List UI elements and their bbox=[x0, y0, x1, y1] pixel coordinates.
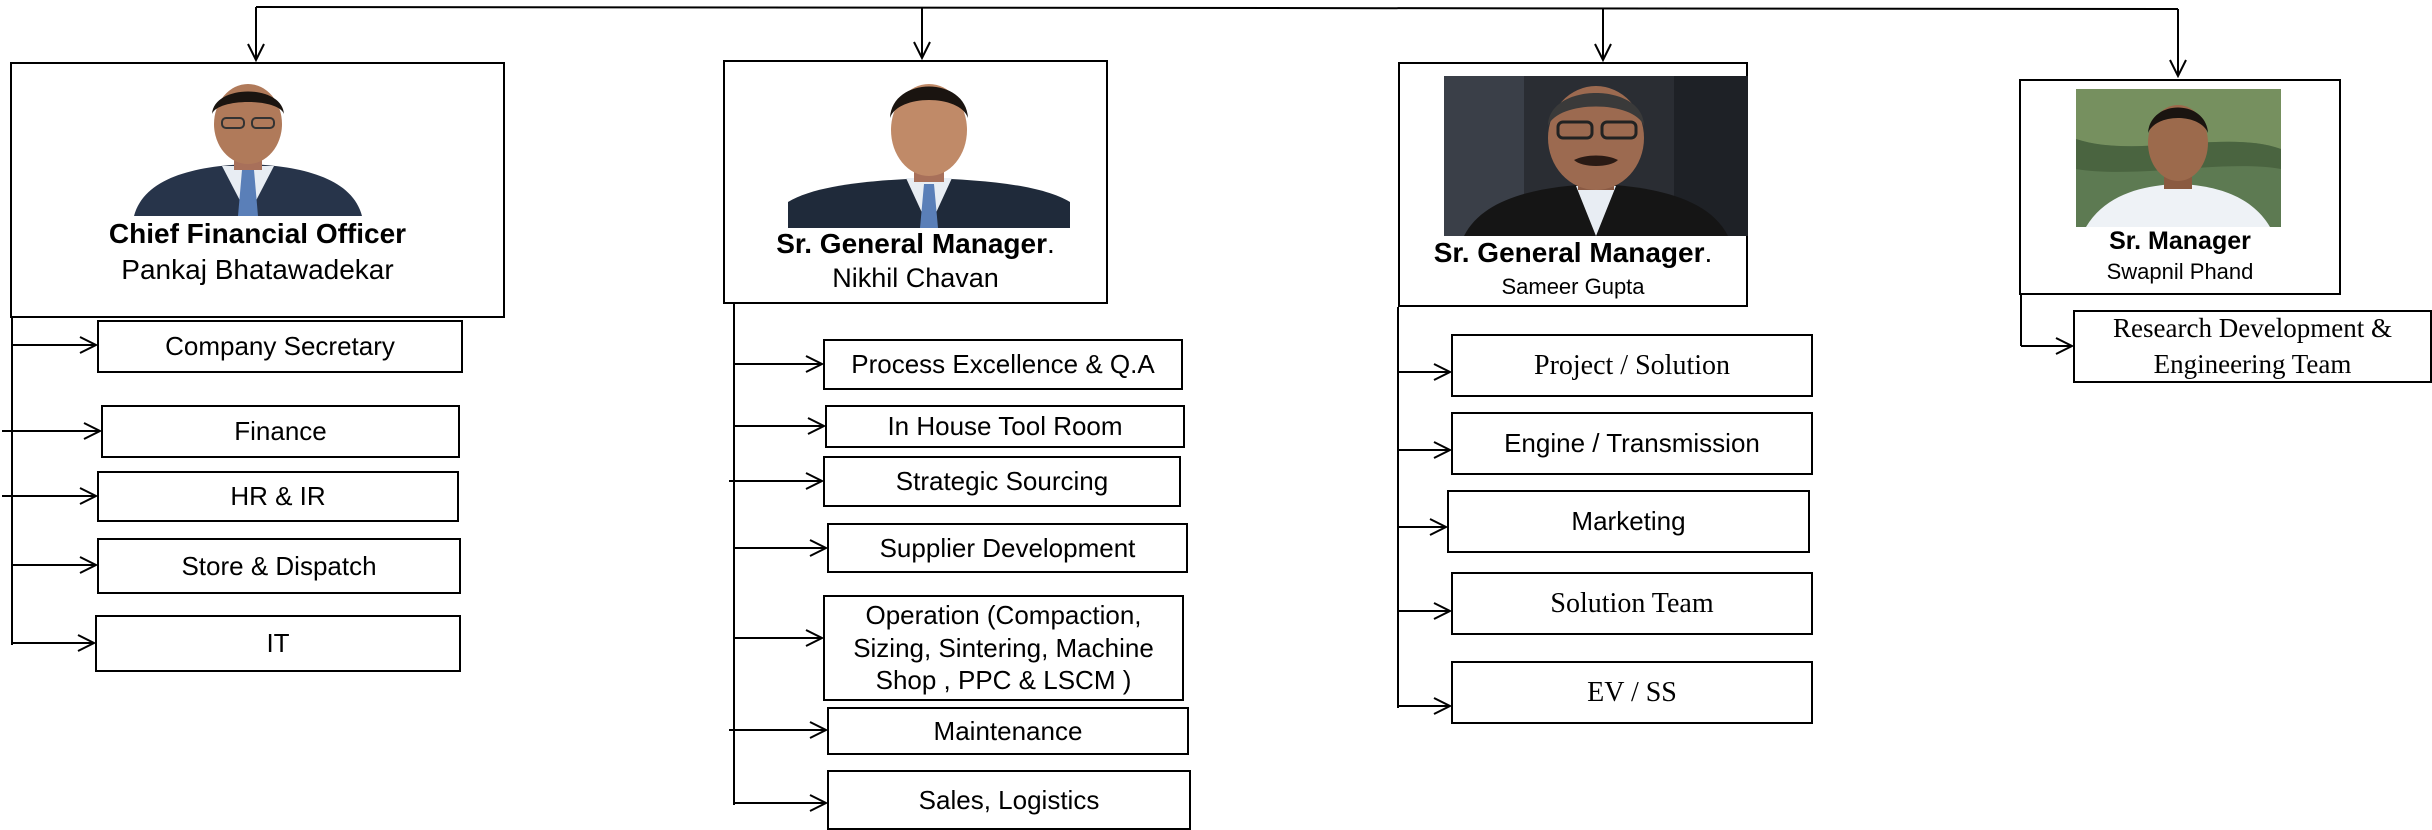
unit-process-excellence: Process Excellence & Q.A bbox=[823, 339, 1183, 390]
head-title-text: Sr. Manager bbox=[2109, 227, 2251, 255]
unit-marketing: Marketing bbox=[1447, 490, 1810, 553]
unit-operation: Operation (Compaction, Sizing, Sintering… bbox=[823, 595, 1184, 701]
unit-project-solution: Project / Solution bbox=[1451, 334, 1813, 397]
unit-it: IT bbox=[95, 615, 461, 672]
head-title-text: Sr. General Manager bbox=[776, 228, 1047, 259]
portrait-photo-manager bbox=[2076, 89, 2281, 227]
head-box-cfo: Chief Financial Officer Pankaj Bhatawade… bbox=[10, 62, 505, 318]
head-title-cfo: Chief Financial Officer bbox=[12, 218, 503, 250]
unit-solution-team: Solution Team bbox=[1451, 572, 1813, 635]
unit-ev-ss: EV / SS bbox=[1451, 661, 1813, 724]
unit-research-development: Research Development & Engineering Team bbox=[2073, 310, 2432, 383]
unit-strategic-sourcing: Strategic Sourcing bbox=[823, 456, 1181, 507]
head-title-text: Chief Financial Officer bbox=[108, 218, 407, 249]
head-box-gm-1: Sr. General Manager. Nikhil Chavan bbox=[723, 60, 1108, 304]
head-title-gm-1: Sr. General Manager. bbox=[725, 228, 1106, 260]
head-title-suffix: . bbox=[1047, 228, 1055, 259]
portrait-photo-gm-2 bbox=[1444, 76, 1748, 236]
unit-company-secretary: Company Secretary bbox=[97, 320, 463, 373]
head-name-gm-2: Sameer Gupta bbox=[1501, 274, 1645, 299]
portrait-photo-cfo bbox=[94, 78, 402, 216]
head-title-manager: Sr. Manager bbox=[2021, 227, 2339, 256]
unit-hr-ir: HR & IR bbox=[97, 471, 459, 522]
head-title-text: Sr. General Manager bbox=[1433, 237, 1705, 268]
unit-store-dispatch: Store & Dispatch bbox=[97, 538, 461, 594]
unit-engine-transmission: Engine / Transmission bbox=[1451, 412, 1813, 475]
unit-finance: Finance bbox=[101, 405, 460, 458]
head-box-manager: Sr. Manager Swapnil Phand bbox=[2019, 79, 2341, 295]
head-name-gm-1: Nikhil Chavan bbox=[832, 263, 999, 293]
unit-tool-room: In House Tool Room bbox=[825, 405, 1185, 448]
head-name-manager: Swapnil Phand bbox=[2106, 259, 2254, 284]
head-box-gm-2: Sr. General Manager. Sameer Gupta bbox=[1398, 62, 1748, 307]
portrait-photo-gm-1 bbox=[788, 72, 1070, 228]
unit-sales-logistics: Sales, Logistics bbox=[827, 770, 1191, 830]
head-title-gm-2: Sr. General Manager. bbox=[1400, 237, 1746, 269]
head-name-cfo: Pankaj Bhatawadekar bbox=[121, 254, 394, 285]
unit-supplier-development: Supplier Development bbox=[827, 523, 1188, 573]
unit-maintenance: Maintenance bbox=[827, 707, 1189, 755]
top-bus-line bbox=[255, 6, 2179, 10]
head-title-suffix: . bbox=[1704, 237, 1713, 268]
